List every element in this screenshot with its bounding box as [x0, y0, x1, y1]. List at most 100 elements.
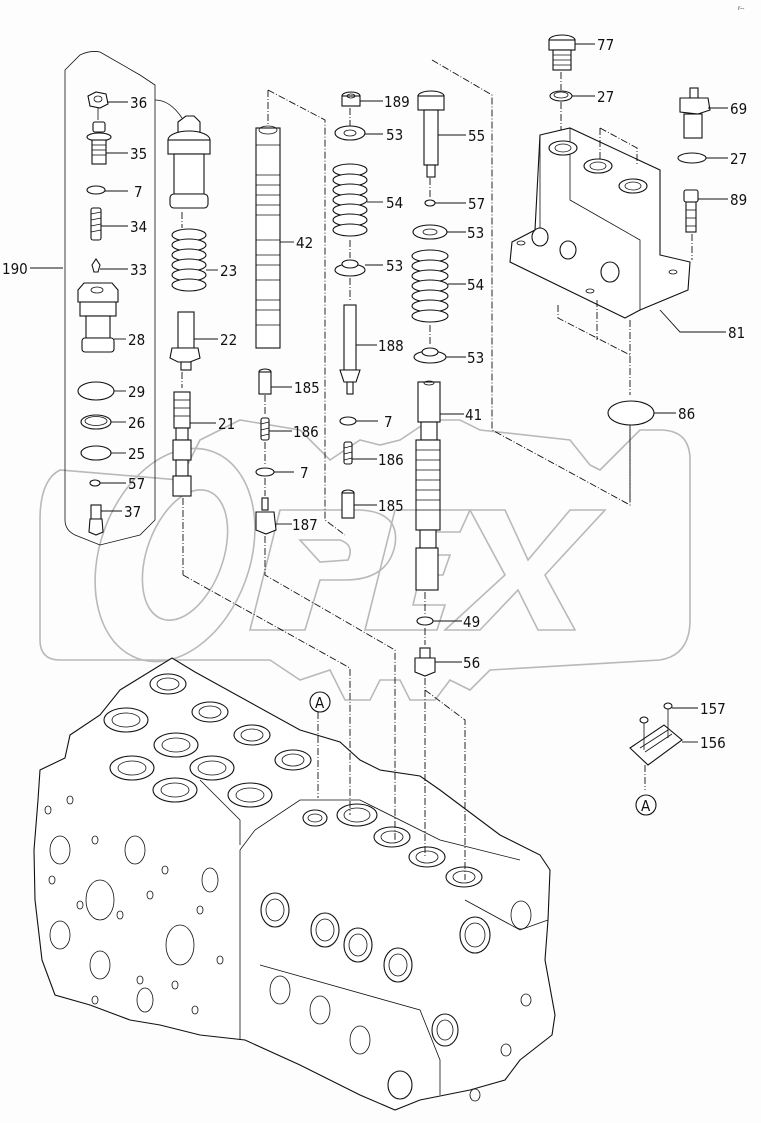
part-53-seat-d: [413, 347, 447, 364]
part-186-spring-b: [343, 441, 353, 465]
assembly-leader: [154, 99, 183, 119]
centerline-cover-lower: [557, 300, 631, 356]
part-22-piston: [169, 311, 201, 371]
callout-53: 53: [386, 126, 403, 144]
part-35-plug: [86, 121, 112, 165]
centerline-21: [182, 574, 351, 815]
callout-190: 190: [2, 260, 28, 278]
centerline-55: [431, 59, 631, 506]
callout-86: 86: [678, 405, 695, 423]
callouts: 36 35 7 34 190 33 28 29 26 25 57 37 23 2…: [2, 36, 747, 752]
svg-text:A: A: [641, 797, 651, 815]
callout-28: 28: [128, 331, 145, 349]
part-42-spool: [255, 125, 281, 349]
callout-29: 29: [128, 383, 145, 401]
callout-27-b: 27: [730, 150, 747, 168]
reference-marker-a-body: A: [309, 691, 331, 713]
assembly-190-bracket: [64, 51, 156, 546]
part-7-oring-c: [339, 416, 357, 426]
part-27-seal-a: [549, 90, 573, 102]
part-57-oring: [89, 479, 101, 487]
corner-mark: r--: [738, 5, 744, 12]
callout-42: 42: [296, 234, 313, 252]
part-185-plug-b: [341, 489, 355, 519]
callout-186-b: 186: [378, 451, 404, 469]
centerline-56: [424, 689, 466, 880]
part-89-bolt: [683, 189, 699, 233]
part-33-poppet: [91, 258, 101, 273]
part-49-oring: [416, 616, 434, 626]
part-25-oring: [80, 445, 112, 461]
callout-89: 89: [730, 191, 747, 209]
part-34-spring: [90, 207, 102, 241]
part-56-plug: [414, 647, 436, 677]
part-53-seat-b: [334, 259, 366, 277]
callout-53-b: 53: [386, 257, 403, 275]
part-156-plate: [629, 724, 683, 766]
part-7-oring: [86, 185, 106, 195]
callout-185: 185: [294, 379, 320, 397]
part-185-plug-a: [258, 368, 272, 395]
callout-185-b: 185: [378, 497, 404, 515]
callout-54: 54: [386, 194, 403, 212]
callout-23: 23: [220, 262, 237, 280]
part-53-seat-c: [412, 224, 448, 240]
part-23-valve-body: [167, 115, 211, 209]
callout-54-b: 54: [467, 276, 484, 294]
callout-41: 41: [465, 406, 482, 424]
part-81-cover: [509, 127, 691, 319]
callout-57-b: 57: [468, 195, 485, 213]
callout-55: 55: [468, 127, 485, 145]
centerline-187: [264, 536, 396, 840]
callout-25: 25: [128, 445, 145, 463]
callout-26: 26: [128, 414, 145, 432]
part-36-nut: [87, 91, 109, 109]
part-29-oring: [77, 381, 115, 401]
valve-body: [33, 657, 556, 1111]
part-55-bolt: [417, 90, 445, 178]
part-41-spool: [415, 380, 441, 591]
part-37-plug: [88, 504, 104, 536]
callout-53-d: 53: [467, 349, 484, 367]
centerline-42: [267, 89, 346, 536]
part-77-plug: [548, 34, 576, 71]
callout-57: 57: [128, 475, 145, 493]
part-187-plug: [255, 497, 277, 535]
callout-49: 49: [463, 613, 480, 631]
callout-34: 34: [130, 218, 147, 236]
part-26-backup-ring: [80, 414, 112, 430]
callout-36: 36: [130, 94, 147, 112]
svg-text:A: A: [315, 694, 325, 712]
part-21-spool: [172, 391, 192, 497]
part-157-screw: [639, 702, 673, 750]
callout-156: 156: [700, 734, 726, 752]
part-69-fitting: [679, 87, 711, 139]
callout-7-c: 7: [384, 413, 393, 431]
callout-21: 21: [218, 415, 235, 433]
callout-69: 69: [730, 100, 747, 118]
part-189-cap: [341, 91, 361, 107]
callout-53-c: 53: [467, 224, 484, 242]
part-188-spool: [339, 304, 361, 395]
callout-187: 187: [292, 516, 318, 534]
part-54-spring-b: [411, 249, 449, 323]
callout-186: 186: [293, 423, 319, 441]
callout-188: 188: [378, 337, 404, 355]
part-86-oring: [607, 400, 655, 426]
callout-22: 22: [220, 331, 237, 349]
part-28-sleeve: [77, 282, 119, 353]
centerline-cover: [599, 127, 638, 165]
callout-81: 81: [728, 324, 745, 342]
callout-35: 35: [130, 145, 147, 163]
part-27-oring-b: [677, 152, 707, 164]
part-23-spring: [171, 228, 207, 292]
part-57-oring-b: [424, 199, 436, 207]
watermark: [39, 419, 691, 701]
part-53-seat-a: [334, 125, 366, 141]
reference-marker-a-right: A: [635, 794, 657, 816]
callout-157: 157: [700, 700, 726, 718]
callout-56: 56: [463, 654, 480, 672]
callout-37: 37: [124, 503, 141, 521]
